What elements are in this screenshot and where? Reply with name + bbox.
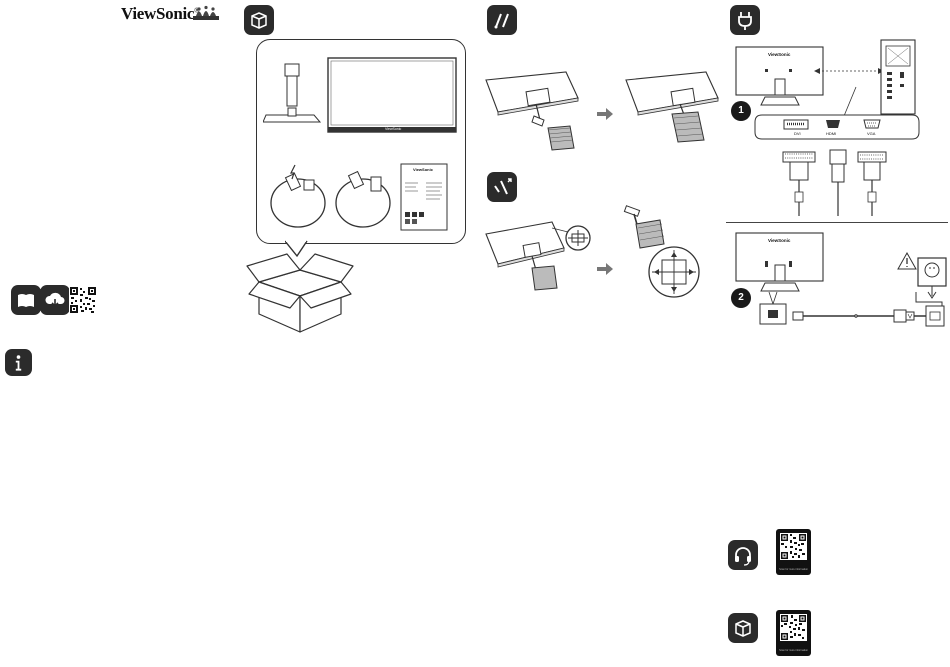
port-label-vga: VGA [867,131,875,136]
monitor-illustration [326,56,458,136]
birds-logo-icon [193,4,219,22]
stand-attached-illustration [622,70,727,152]
guide-brand-label: ViewSonic [413,167,433,172]
monitor-logo: ViewSonic [385,127,401,131]
manual-qr-code[interactable] [69,286,97,314]
hdmi-cable-illustration [333,163,395,229]
detach-stand-illustration [482,214,602,294]
support-qr-caption: Scan for more information [777,568,810,571]
quick-start-guide-illustration [400,163,448,231]
release-stand-illustration [618,200,718,300]
video-cables-illustration [780,144,890,219]
ports-panel [754,114,920,140]
screwdriver-icon [487,5,517,35]
brand-logo: ViewSonic® [121,4,199,24]
attach-stand-illustration [482,70,592,152]
screwdriver-release-icon [487,172,517,202]
section-divider [726,222,948,223]
arrow-right-icon [597,108,613,120]
open-box-illustration [245,248,355,334]
power-plug-icon [730,5,760,35]
dashed-link-arrow [814,64,884,78]
product-qr-caption: Scan for more information [777,649,810,652]
box-icon [244,5,274,35]
arrow-right-icon-2 [597,263,613,275]
power-cable-illustration [268,163,330,229]
outlet-warning-illustration [896,252,948,300]
step-number-1: 1 [731,101,751,121]
cloud-download-icon [40,285,70,315]
port-label-hdmi: HDMI [826,131,836,136]
manual-book-icon [11,285,41,315]
connection-monitor-logo: ViewSonic [768,52,790,57]
stand-illustration [263,60,323,130]
power-monitor-logo: ViewSonic [768,238,790,243]
headset-support-icon [728,540,758,570]
step-number-2: 2 [731,288,751,308]
brand-name: ViewSonic [121,4,194,23]
cube-product-icon [728,613,758,643]
port-label-dvi: DVI [794,131,801,136]
computer-tower-illustration [878,38,918,116]
info-icon [5,349,32,376]
